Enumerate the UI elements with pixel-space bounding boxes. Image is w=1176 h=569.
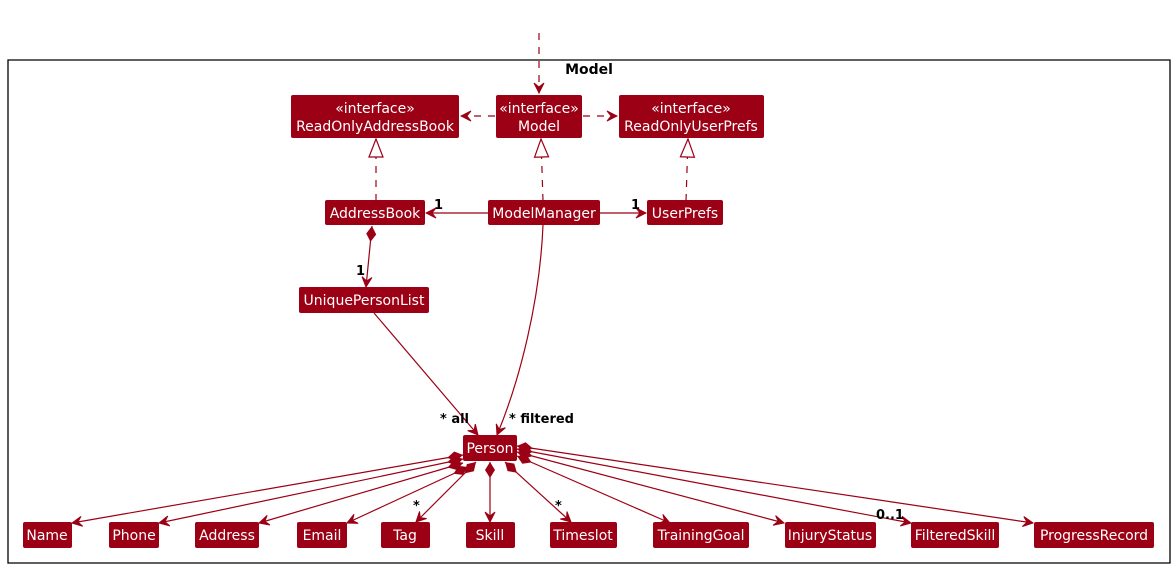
class-name: UserPrefs xyxy=(652,206,718,222)
class-name: InjuryStatus xyxy=(788,528,872,544)
label-ab-upl: 1 xyxy=(356,264,365,279)
edge-modelmanager-person xyxy=(497,224,544,435)
label-mm-ab: 1 xyxy=(434,198,443,213)
label-all: * all xyxy=(440,412,469,427)
class-name: Person xyxy=(466,441,513,457)
label-mm-up: 1 xyxy=(631,198,640,213)
edge-person-email xyxy=(347,467,469,523)
class-addressbook[interactable]: AddressBook xyxy=(325,200,425,225)
edge-person-filteredskill xyxy=(516,449,911,523)
class-name: Email xyxy=(303,528,342,544)
class-tag[interactable]: Tag xyxy=(381,522,430,548)
class-filteredskill[interactable]: FilteredSkill xyxy=(911,522,999,548)
edge-person-name xyxy=(72,455,464,523)
class-model[interactable]: «interface» Model xyxy=(496,95,582,138)
class-email[interactable]: Email xyxy=(297,522,347,548)
multiplicity-labels: 1 1 1 * all * filtered * * 0..1 xyxy=(356,198,904,523)
edge-uniquepersonlist-person xyxy=(373,312,478,435)
class-name: ModelManager xyxy=(492,206,596,222)
class-name: TrainingGoal xyxy=(656,528,744,544)
class-stereotype: «interface» xyxy=(651,101,731,117)
edge-person-address xyxy=(259,463,464,523)
class-person[interactable]: Person xyxy=(463,435,517,461)
class-timeslot[interactable]: Timeslot xyxy=(550,522,617,548)
edge-addressbook-uniquepersonlist xyxy=(366,225,372,287)
class-name: ReadOnlyAddressBook xyxy=(296,119,455,135)
class-stereotype: «interface» xyxy=(499,101,579,117)
class-phone[interactable]: Phone xyxy=(109,522,159,548)
class-skill[interactable]: Skill xyxy=(466,522,515,548)
class-progressrecord[interactable]: ProgressRecord xyxy=(1034,522,1154,548)
classes[interactable]: «interface» ReadOnlyAddressBook «interfa… xyxy=(23,95,1154,548)
class-readonlyaddressbook[interactable]: «interface» ReadOnlyAddressBook xyxy=(291,95,459,138)
class-name: FilteredSkill xyxy=(915,528,996,544)
package-frame xyxy=(7,59,1171,564)
class-userprefs[interactable]: UserPrefs xyxy=(647,200,723,225)
class-address[interactable]: Address xyxy=(195,522,259,548)
class-name: Phone xyxy=(112,528,155,544)
class-readonlyuserprefs[interactable]: «interface» ReadOnlyUserPrefs xyxy=(619,95,764,138)
class-name: ProgressRecord xyxy=(1040,528,1148,544)
class-stereotype: «interface» xyxy=(335,101,415,117)
class-name: Model xyxy=(518,119,560,135)
package-model: Model xyxy=(7,59,1171,564)
class-injurystatus[interactable]: InjuryStatus xyxy=(785,522,876,548)
edge-person-tag xyxy=(416,461,477,522)
label-filteredskill: 0..1 xyxy=(876,508,904,523)
class-name: Timeslot xyxy=(552,528,613,544)
edge-person-traininggoal xyxy=(516,456,670,523)
class-name: ReadOnlyUserPrefs xyxy=(624,119,758,135)
class-name: AddressBook xyxy=(330,206,421,222)
class-uniquepersonlist[interactable]: UniquePersonList xyxy=(299,287,429,313)
class-name: UniquePersonList xyxy=(304,293,425,309)
edge-userprefs-realizes xyxy=(686,139,688,202)
class-modelmanager[interactable]: ModelManager xyxy=(488,200,600,225)
edges xyxy=(72,33,1033,523)
class-name: Address xyxy=(199,528,255,544)
package-title: Model xyxy=(565,62,613,78)
class-name-field[interactable]: Name xyxy=(23,522,72,548)
edge-modelmanager-realizes xyxy=(541,139,543,202)
label-filtered: * filtered xyxy=(509,412,574,427)
class-name: Name xyxy=(26,528,67,544)
edge-person-progressrecord xyxy=(516,446,1033,523)
class-name: Skill xyxy=(476,528,505,544)
label-tag: * xyxy=(413,499,420,514)
class-traininggoal[interactable]: TrainingGoal xyxy=(653,522,749,548)
label-timeslot: * xyxy=(555,499,562,514)
class-name: Tag xyxy=(392,528,417,544)
